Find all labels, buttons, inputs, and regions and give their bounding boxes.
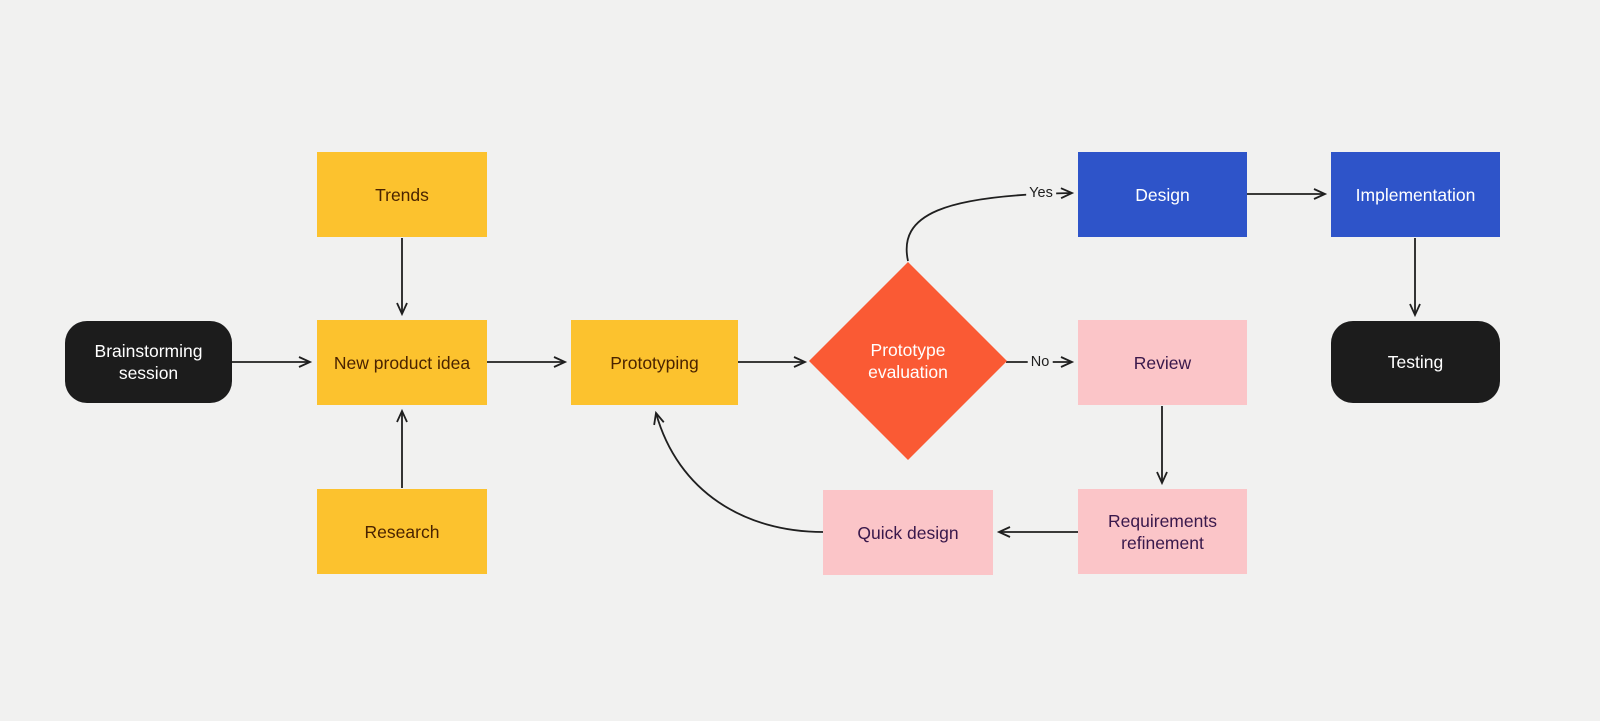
edge-label-no: No — [1027, 354, 1053, 370]
node-label: Prototype evaluation — [868, 340, 948, 382]
node-label: Implementation — [1355, 184, 1476, 205]
node-testing[interactable]: Testing — [1331, 321, 1500, 403]
node-label: Design — [1135, 184, 1190, 205]
node-label: Requirements refinement — [1108, 510, 1217, 553]
node-label: Quick design — [857, 522, 959, 543]
node-label: New product idea — [333, 352, 471, 373]
node-research[interactable]: Research — [317, 489, 487, 574]
edge-quick-design-to-prototyping — [653, 410, 824, 533]
node-requirements-refinement[interactable]: Requirements refinement — [1078, 489, 1247, 574]
node-label: Brainstorming session — [94, 341, 203, 383]
node-label: Testing — [1387, 352, 1444, 372]
node-review[interactable]: Review — [1078, 320, 1247, 405]
node-label: Review — [1133, 352, 1192, 373]
node-implementation[interactable]: Implementation — [1331, 152, 1500, 237]
edge-label-yes: Yes — [1026, 185, 1056, 201]
node-prototyping[interactable]: Prototyping — [571, 320, 738, 405]
node-label: Trends — [375, 184, 429, 205]
edge-evaluation-to-design-yes — [905, 187, 1075, 262]
node-brainstorming-session[interactable]: Brainstorming session — [65, 321, 232, 403]
node-quick-design[interactable]: Quick design — [823, 490, 993, 575]
node-trends[interactable]: Trends — [317, 152, 487, 237]
node-label: Prototyping — [610, 352, 699, 373]
node-label: Research — [364, 521, 440, 542]
node-design[interactable]: Design — [1078, 152, 1247, 237]
node-new-product-idea[interactable]: New product idea — [317, 320, 487, 405]
